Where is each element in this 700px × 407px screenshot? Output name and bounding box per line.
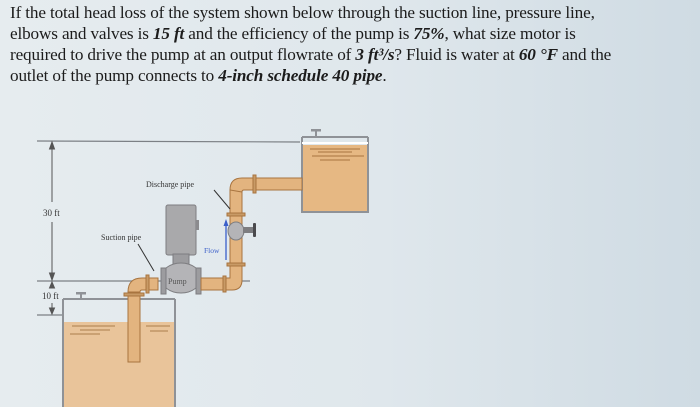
problem-statement: If the total head loss of the system sho… <box>10 2 690 86</box>
problem-line-2: elbows and valves is 15 ft and the effic… <box>10 24 576 43</box>
height-10ft-label: 10 ft <box>42 291 59 301</box>
problem-line-1: If the total head loss of the system sho… <box>10 3 595 22</box>
head-loss-value: 15 ft <box>152 24 185 43</box>
upper-tank <box>301 129 369 213</box>
problem-line-4: outlet of the pump connects to 4-inch sc… <box>10 66 387 85</box>
pump-label: Pump <box>168 277 187 286</box>
efficiency-value: 75% <box>413 24 445 43</box>
temperature-value: 60 °F <box>518 45 558 64</box>
leader-lines <box>137 189 231 272</box>
problem-line-3: required to drive the pump at an output … <box>10 45 612 64</box>
flow-arrow <box>223 219 229 260</box>
discharge-pipe-label: Discharge pipe <box>146 180 195 189</box>
lower-tank <box>62 292 176 407</box>
valve <box>227 221 256 241</box>
flow-label: Flow <box>204 246 220 255</box>
flowrate-value: 3 ft³/s <box>355 45 395 64</box>
height-30ft-label: 30 ft <box>43 208 60 218</box>
pump <box>160 204 202 295</box>
pipe-spec-value: 4-inch schedule 40 pipe <box>218 66 383 85</box>
suction-pipe <box>123 274 159 363</box>
dimension-arrows <box>48 140 56 316</box>
suction-pipe-label: Suction pipe <box>101 233 142 242</box>
